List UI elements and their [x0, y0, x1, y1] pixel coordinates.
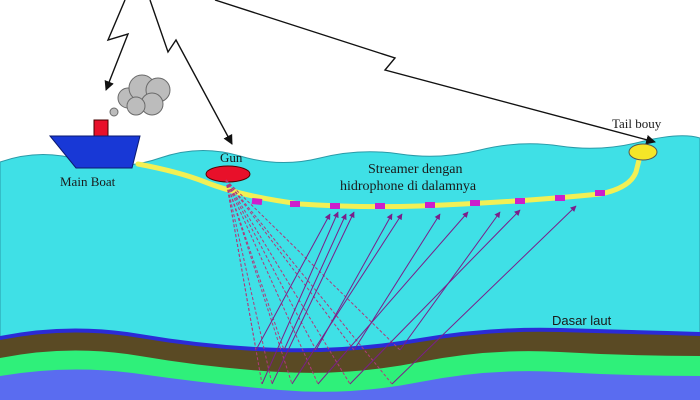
layer-blue — [0, 369, 700, 400]
main-boat-label: Main Boat — [60, 174, 116, 189]
hydrophones — [251, 190, 605, 209]
ship-icon — [48, 119, 141, 169]
streamer-label-line2: hidrophone di dalamnya — [340, 179, 477, 194]
buoy-icon — [628, 143, 658, 161]
smoke-cloud-icon — [117, 74, 171, 116]
tail-buoy-label: Tail bouy — [612, 116, 662, 131]
lightning-arrow-icon — [104, 0, 656, 145]
airgun-icon — [205, 165, 251, 183]
downgoing-rays — [225, 179, 401, 385]
upgoing-rays — [255, 205, 577, 385]
gun-label: Gun — [220, 150, 243, 165]
streamer-label-line1: Streamer dengan — [368, 162, 462, 177]
smoke-puff — [109, 107, 119, 117]
seabed-label: Dasar laut — [552, 313, 612, 328]
